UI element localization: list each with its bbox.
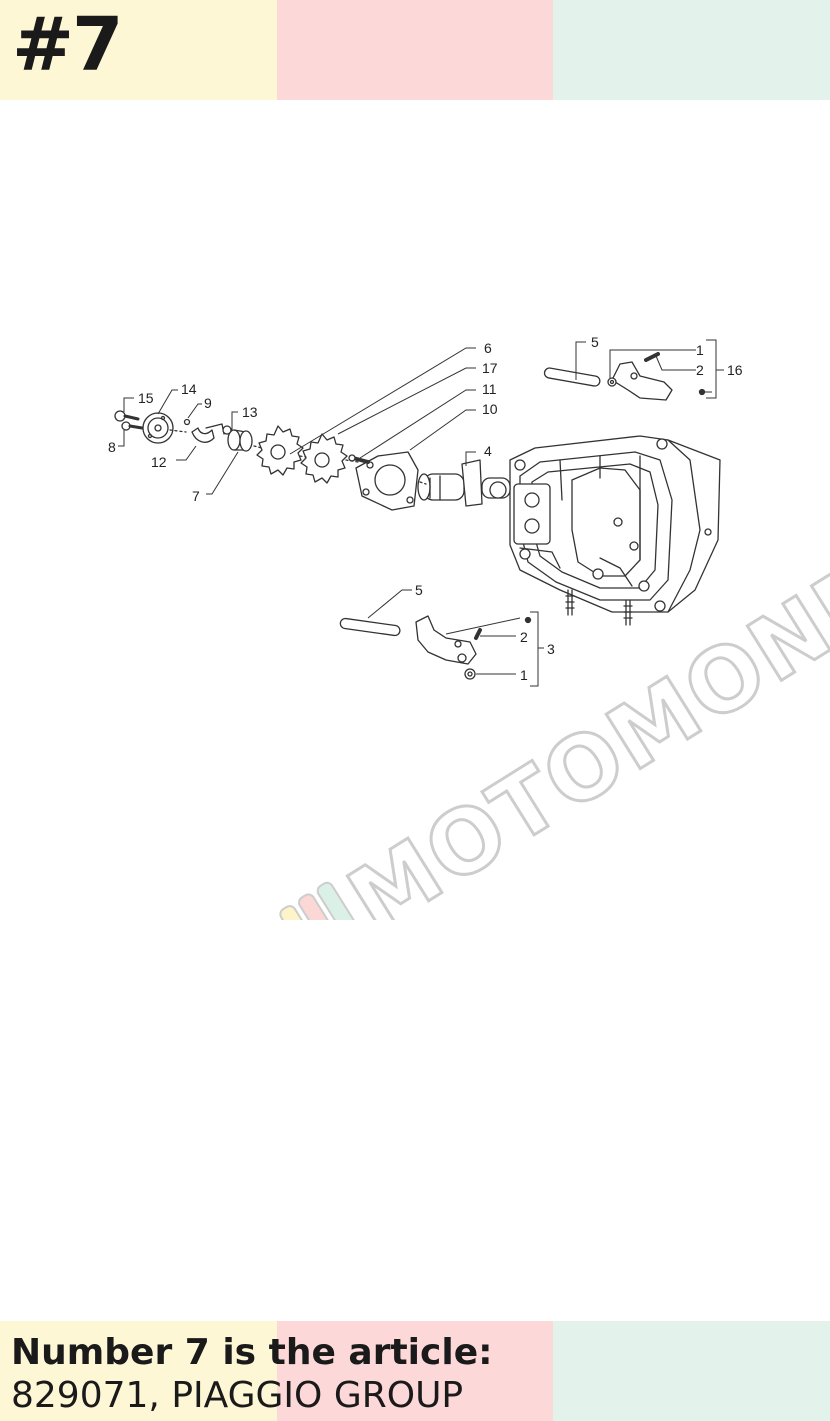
callout-6: 6 bbox=[484, 340, 492, 356]
bottom-color-band bbox=[0, 1321, 830, 1421]
callout-lower-5: 5 bbox=[415, 582, 423, 598]
callout-7: 7 bbox=[192, 488, 200, 504]
item-number-badge: #7 bbox=[12, 2, 123, 88]
callout-9: 9 bbox=[204, 395, 212, 411]
callout-upper-5: 5 bbox=[591, 334, 599, 350]
callout-10: 10 bbox=[482, 401, 498, 417]
pin-part bbox=[183, 418, 191, 426]
lower-rocker-assembly bbox=[339, 615, 532, 680]
callout-15: 15 bbox=[138, 390, 154, 406]
callout-16: 16 bbox=[727, 362, 743, 378]
callout-lower-1: 1 bbox=[520, 667, 528, 683]
callout-17: 17 bbox=[482, 360, 498, 376]
sprocket-inner-part bbox=[256, 425, 304, 476]
band-yellow bbox=[0, 1321, 277, 1421]
callout-3: 3 bbox=[547, 641, 555, 657]
callout-4: 4 bbox=[484, 443, 492, 459]
callout-14: 14 bbox=[181, 381, 197, 397]
band-mint bbox=[553, 0, 830, 100]
caption-heading: Number 7 is the article: bbox=[11, 1332, 493, 1373]
bolt-part bbox=[348, 454, 370, 464]
upper-rocker-assembly bbox=[543, 352, 706, 401]
callout-upper-1: 1 bbox=[696, 342, 704, 358]
callout-12: 12 bbox=[151, 454, 167, 470]
callout-11: 11 bbox=[482, 381, 497, 397]
cover-plate-part bbox=[355, 451, 419, 511]
band-pink bbox=[277, 0, 553, 100]
top-color-band bbox=[0, 0, 830, 100]
band-pink bbox=[277, 1321, 553, 1421]
exploded-parts-diagram: 6 17 11 10 4 15 14 9 13 8 12 7 5 1 2 16 … bbox=[108, 334, 830, 920]
sprocket-outer-part bbox=[300, 433, 348, 484]
callout-8: 8 bbox=[108, 439, 116, 455]
band-yellow bbox=[0, 0, 277, 100]
bushing-part bbox=[227, 429, 253, 452]
screw-pair-part bbox=[114, 410, 144, 431]
callout-lower-2: 2 bbox=[520, 629, 528, 645]
caption-article-number: 829071, PIAGGIO GROUP bbox=[11, 1375, 464, 1416]
cylinder-head-part bbox=[509, 435, 721, 626]
half-ring-part bbox=[191, 423, 225, 443]
callout-upper-2: 2 bbox=[696, 362, 704, 378]
cam-weight-part bbox=[142, 412, 174, 444]
callout-13: 13 bbox=[242, 404, 258, 420]
band-mint bbox=[553, 1321, 830, 1421]
washer-small-part bbox=[222, 425, 232, 435]
article-caption: Number 7 is the article: 829071, PIAGGIO… bbox=[11, 1332, 493, 1418]
camshaft-part bbox=[417, 459, 511, 507]
